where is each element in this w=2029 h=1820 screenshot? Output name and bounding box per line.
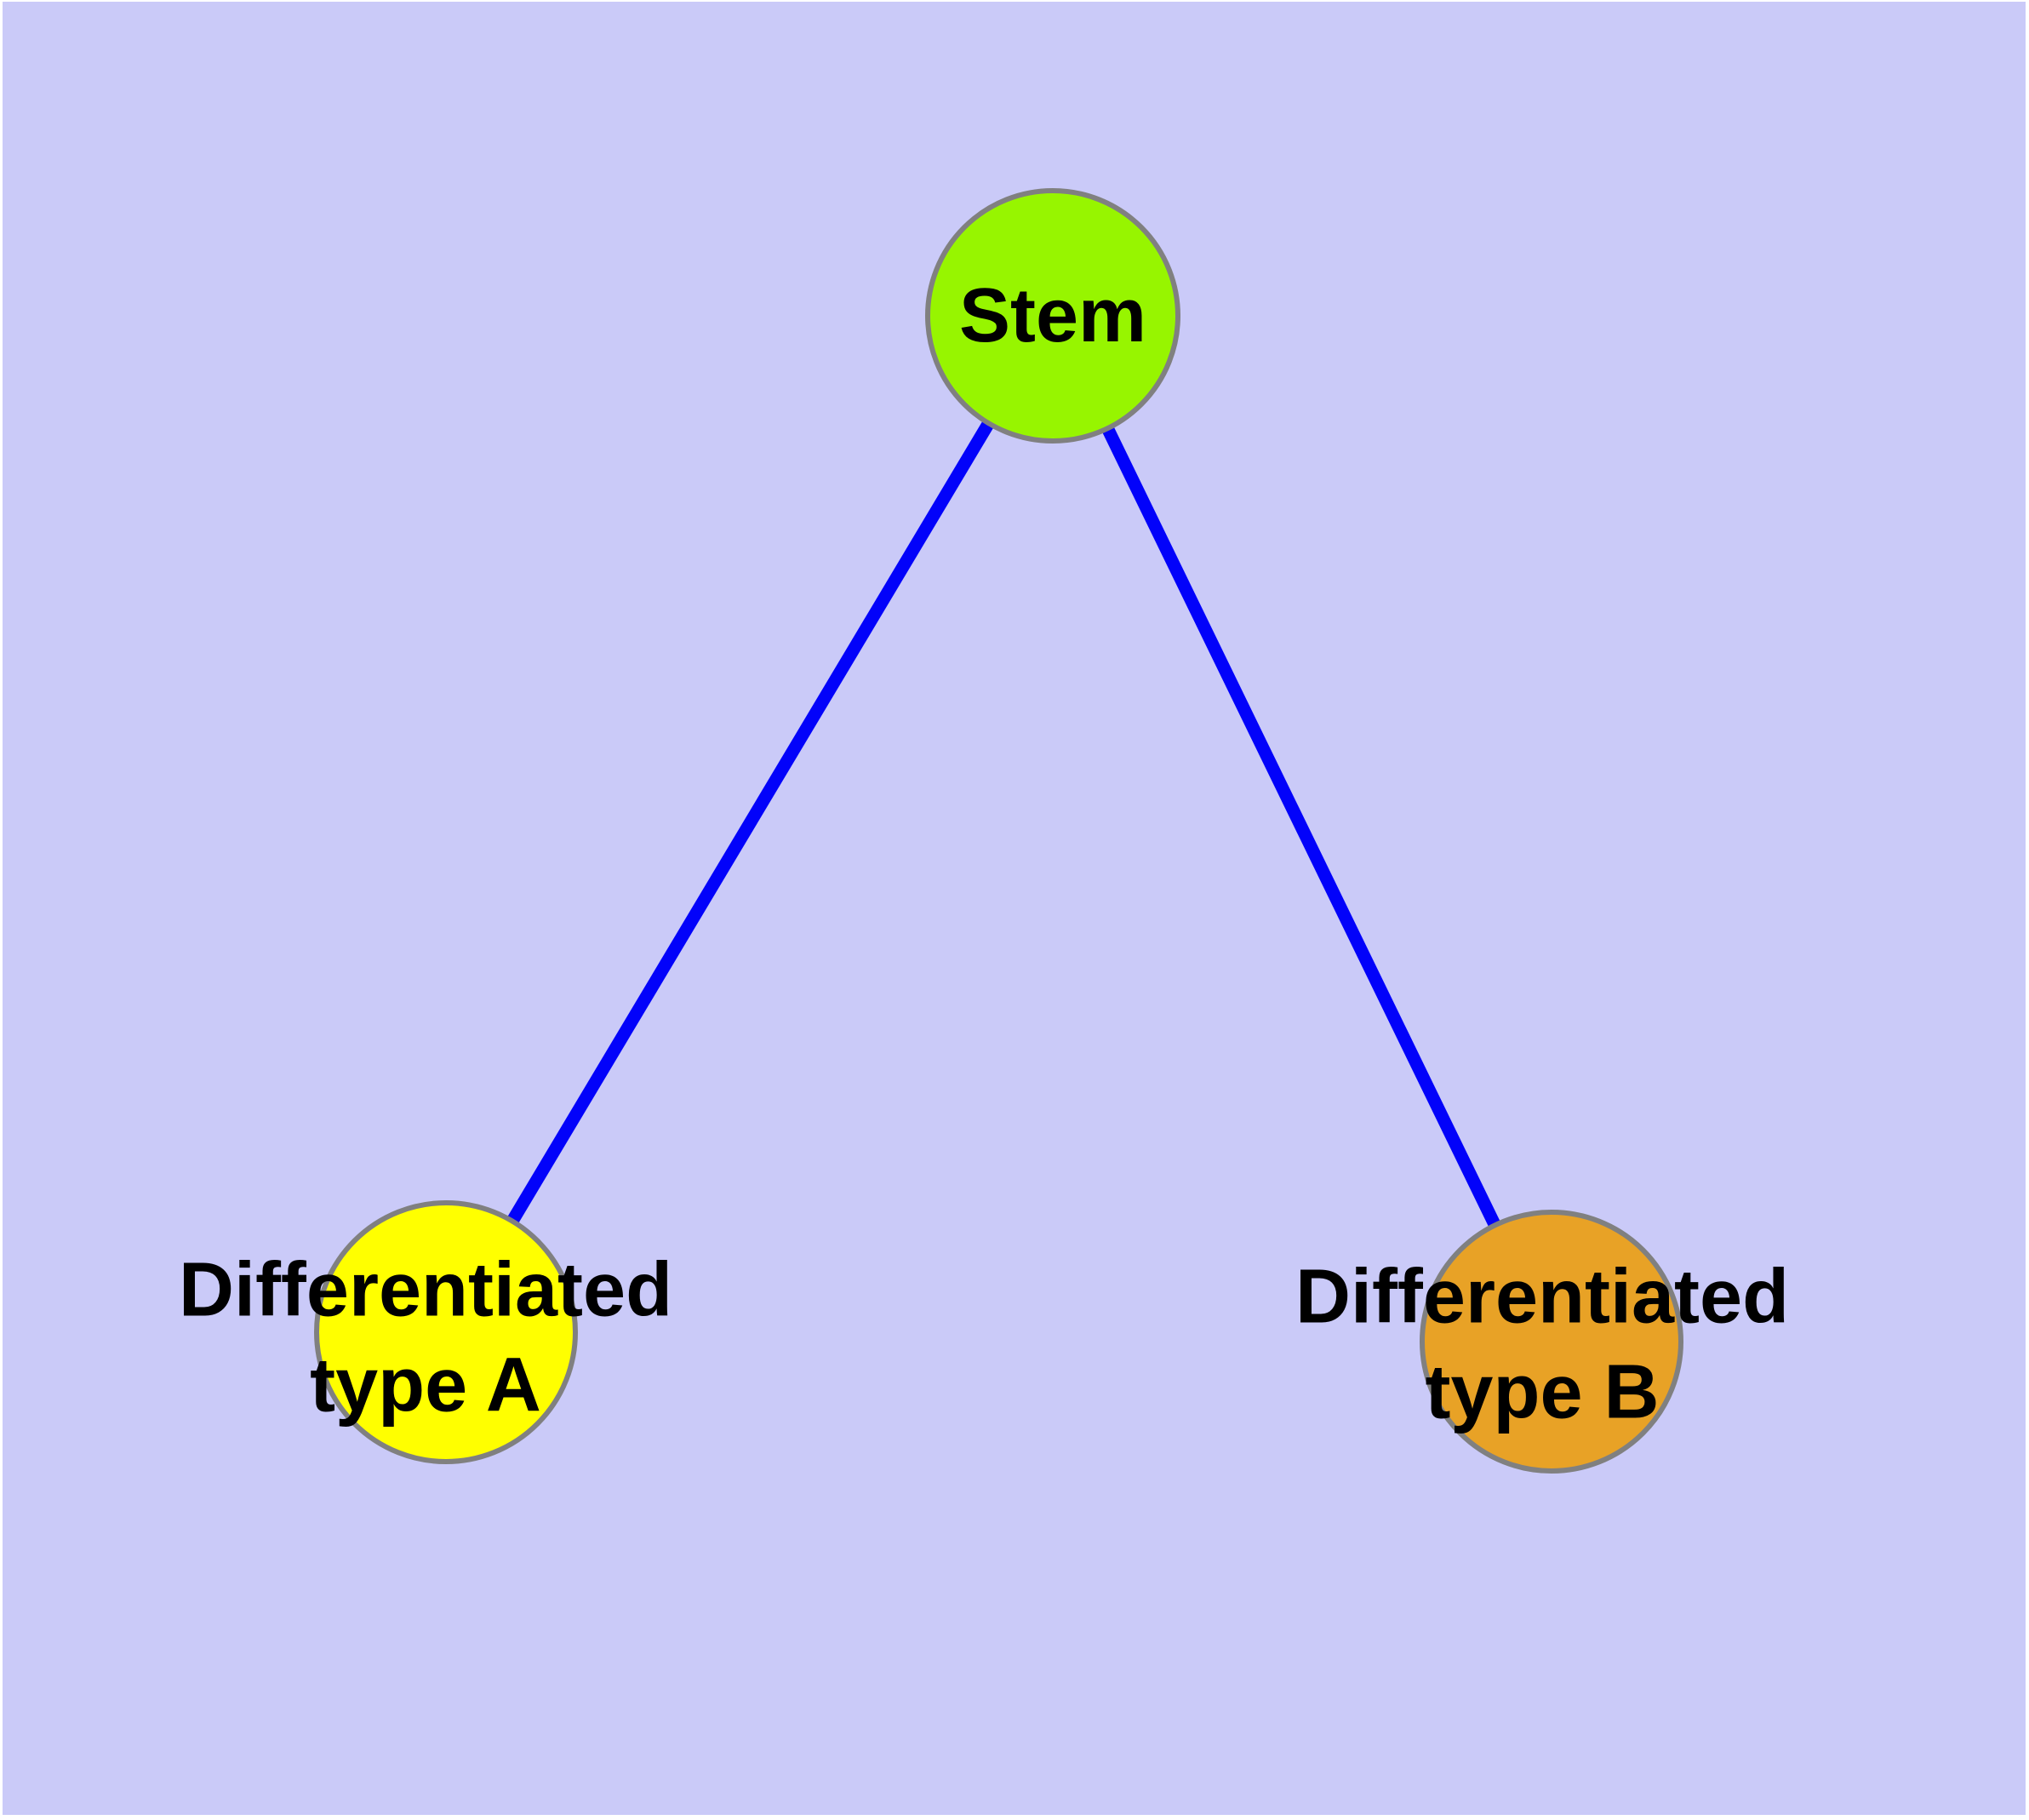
node-type-a <box>314 1200 578 1464</box>
edge-stem-to-type-a <box>440 312 1059 1336</box>
node-type-b <box>1420 1210 1683 1474</box>
node-stem <box>925 188 1180 444</box>
edge-stem-to-type-b <box>1047 312 1557 1345</box>
